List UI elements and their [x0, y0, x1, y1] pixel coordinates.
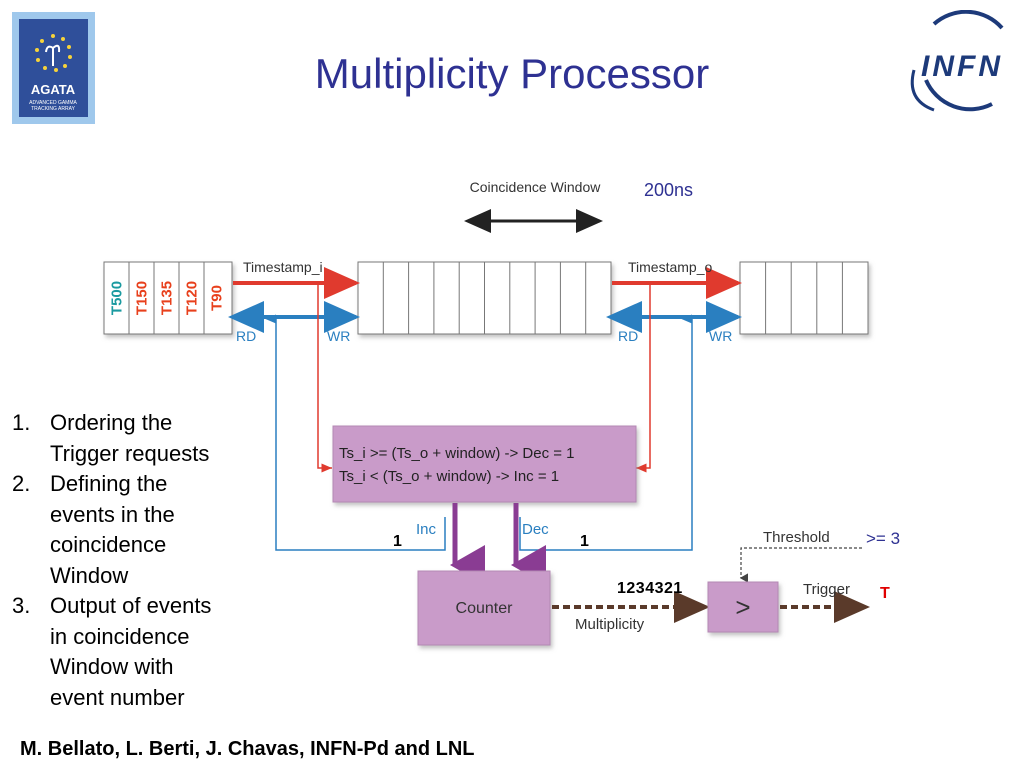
- list-item-text: event number: [50, 684, 185, 710]
- list-item-text: Ordering the: [50, 410, 173, 435]
- list-item-text: events in the: [50, 501, 175, 527]
- counter-box: [417, 570, 551, 646]
- counter-label: Counter: [456, 600, 514, 617]
- trigger-request-t90: T90: [209, 285, 226, 311]
- list-item-text: Output of events: [50, 593, 212, 618]
- trigger-request-t135: T135: [159, 281, 176, 315]
- infn-logo: INFN: [910, 10, 1004, 112]
- inc-value: 1: [393, 533, 402, 550]
- comparator-box: [707, 581, 779, 633]
- trigger-request-t150: T150: [134, 281, 151, 315]
- comparator-label: >: [735, 592, 750, 622]
- author-footer: M. Bellato, L. Berti, J. Chavas, INFN-Pd…: [20, 738, 475, 760]
- condition-line-1: Ts_i >= (Ts_o + window) -> Dec = 1: [339, 445, 575, 462]
- rd-control-line-left: [265, 314, 446, 551]
- list-item-number: 1.: [12, 410, 31, 435]
- list-item-text: Window with: [50, 654, 174, 679]
- trigger-label: Trigger: [803, 581, 850, 598]
- dec-value: 1: [580, 533, 589, 550]
- list-item-text: Window: [50, 562, 129, 588]
- rd-label-left: RD: [236, 328, 256, 344]
- list-item-text: Trigger requests: [50, 440, 210, 466]
- star-ring-icon: [35, 34, 72, 72]
- agata-logo: AGATA ADVANCED GAMMA TRACKING ARRAY: [12, 12, 95, 124]
- ts-in-feed-line: [317, 283, 332, 473]
- condition-line-2: Ts_i < (Ts_o + window) -> Inc = 1: [339, 468, 559, 485]
- rd-control-line-right: [519, 314, 693, 551]
- threshold-label: Threshold: [763, 529, 830, 546]
- rd-label-right: RD: [618, 328, 638, 344]
- trigger-request-t120: T120: [184, 281, 201, 315]
- page-title: Multiplicity Processor: [314, 50, 710, 97]
- svg-text:ADVANCED GAMMA: ADVANCED GAMMA: [29, 100, 77, 106]
- dec-label: Dec: [522, 521, 549, 538]
- output-fifo: [739, 261, 869, 335]
- timestamp-out-label: Timestamp_o: [628, 259, 713, 275]
- condition-box: [332, 425, 637, 503]
- list-item-text: Defining the: [50, 471, 168, 496]
- wr-label-right: WR: [709, 328, 732, 344]
- multiplicity-sequence: 1234321: [617, 580, 683, 597]
- wr-label-left: WR: [327, 328, 350, 344]
- agata-logo-text: AGATA: [31, 82, 76, 97]
- trigger-request-buffer: [103, 261, 233, 335]
- threshold-line: [739, 547, 862, 583]
- inc-label: Inc: [416, 521, 437, 538]
- threshold-value: >= 3: [866, 529, 900, 548]
- svg-text:TRACKING ARRAY: TRACKING ARRAY: [31, 106, 75, 112]
- list-item-number: 3.: [12, 593, 31, 618]
- trigger-output: T: [880, 585, 890, 602]
- ts-out-feed-line: [636, 283, 651, 473]
- coincidence-window-label: Coincidence Window: [470, 179, 602, 195]
- list-item-text: coincidence: [50, 532, 167, 557]
- infn-logo-text: INFN: [921, 50, 1003, 83]
- list-item-text: in coincidence: [50, 623, 190, 649]
- multiplicity-label: Multiplicity: [575, 616, 645, 633]
- trigger-request-t500: T500: [109, 281, 126, 315]
- list-item-number: 2.: [12, 471, 31, 496]
- window-value: 200ns: [644, 180, 693, 200]
- timestamp-in-label: Timestamp_i: [243, 259, 323, 275]
